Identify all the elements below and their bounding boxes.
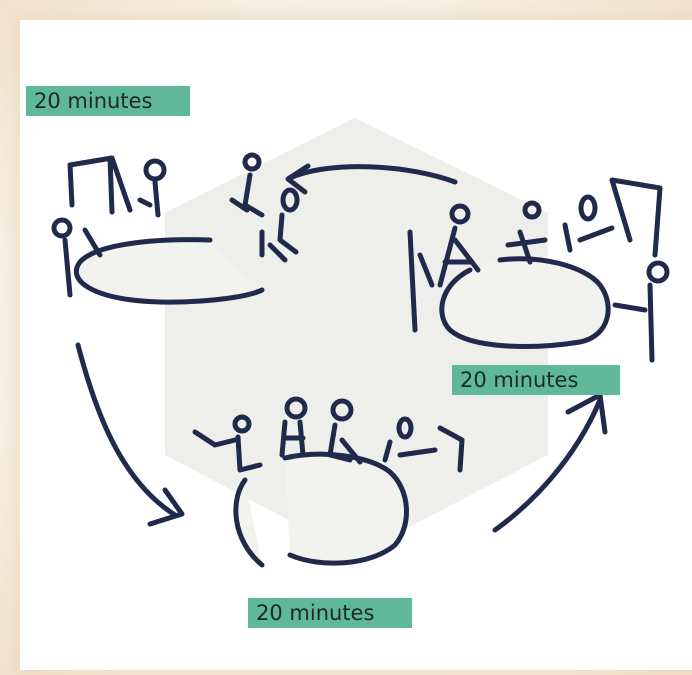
person-icon: [192, 414, 263, 473]
person-icon: [327, 398, 363, 465]
person-icon: [437, 203, 481, 288]
table-top-left: [73, 237, 265, 305]
person-icon: [51, 217, 103, 298]
person-icon: [259, 187, 300, 263]
person-icon: [382, 416, 465, 473]
group-right: [407, 177, 670, 363]
duration-label-right: 20 minutes: [452, 365, 620, 395]
duration-label-bottom: 20 minutes: [248, 598, 412, 628]
table-right: [439, 256, 611, 349]
group-top-left: [51, 152, 300, 305]
group-bottom: [192, 396, 465, 568]
person-icon: [279, 396, 308, 458]
arrow-right-to-top-left: [285, 163, 458, 195]
flipchart-right: [609, 177, 663, 258]
person-icon: [137, 158, 167, 218]
person-icon: [229, 152, 265, 218]
flipchart-top-left: [67, 155, 133, 215]
arrow-bottom-to-right: [492, 392, 608, 533]
person-icon: [562, 194, 615, 253]
person-icon: [612, 260, 670, 363]
person-icon: [505, 200, 548, 265]
arrow-top-left-to-bottom: [75, 342, 185, 527]
person-icon: [407, 229, 435, 333]
duration-label-top-left: 20 minutes: [26, 86, 190, 116]
background-hexagon: [165, 118, 548, 555]
